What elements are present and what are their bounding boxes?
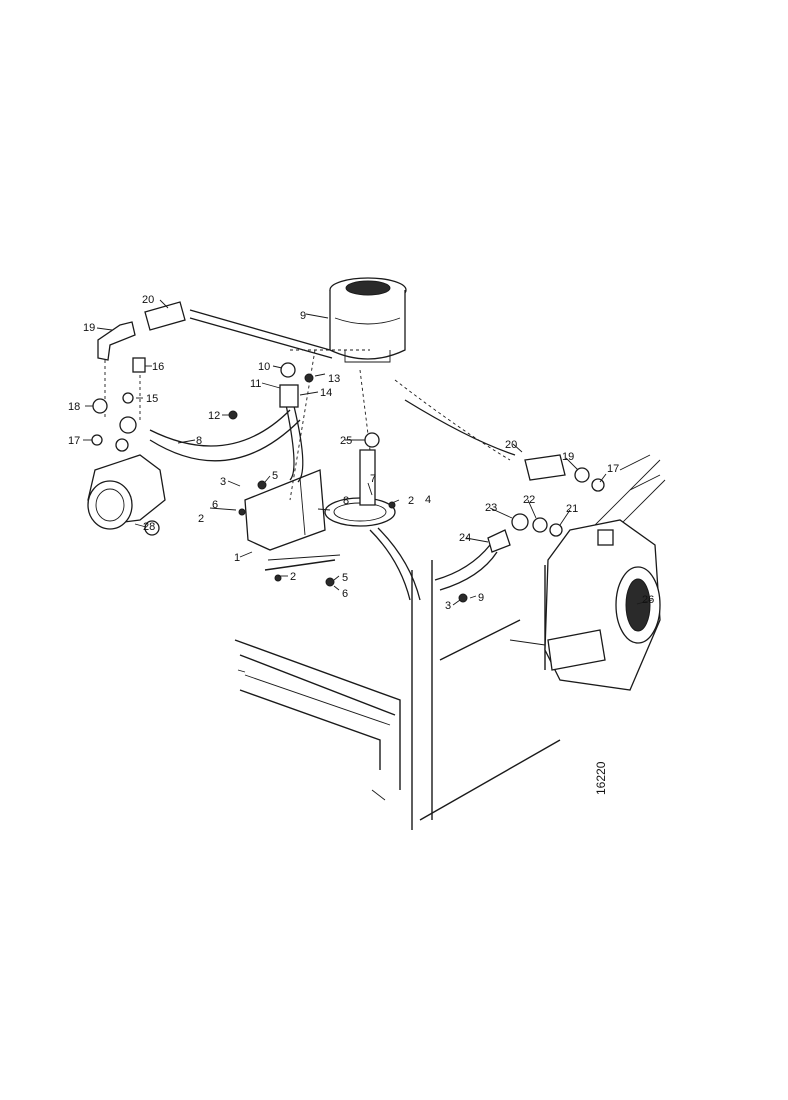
label-part-3-right: 3 (445, 600, 451, 612)
label-part-5-lower: 5 (342, 572, 348, 584)
label-part-6: 6 (212, 499, 218, 511)
drawing-reference-number: 16220 (594, 761, 608, 795)
hose-fittings (91, 301, 614, 603)
label-part-2: 2 (198, 513, 204, 525)
label-part-3: 3 (220, 476, 226, 488)
label-part-5: 5 (272, 470, 278, 482)
label-part-14: 14 (320, 387, 332, 399)
part-labels: 20 19 16 18 15 17 8 28 10 13 11 14 12 9 … (68, 294, 654, 612)
label-part-26: 26 (642, 594, 654, 606)
hose-lines (104, 309, 516, 601)
label-part-12: 12 (208, 410, 220, 422)
label-part-13: 13 (328, 373, 340, 385)
label-part-19-right: 19 (562, 451, 574, 463)
label-part-8-center: 8 (343, 495, 349, 507)
label-part-17: 17 (68, 435, 80, 447)
label-part-10: 10 (258, 361, 270, 373)
label-part-20-right: 20 (505, 439, 517, 451)
steering-gear-box (509, 519, 661, 691)
oil-reservoir (329, 277, 407, 363)
label-part-2-lower: 2 (290, 571, 296, 583)
label-part-20: 20 (142, 294, 154, 306)
label-part-11: 11 (250, 378, 261, 390)
label-part-24: 24 (459, 532, 471, 544)
power-steering-pump (87, 454, 166, 536)
label-part-18: 18 (68, 401, 80, 413)
label-part-2-right: 2 (408, 495, 414, 507)
label-part-7: 7 (370, 473, 376, 485)
label-part-1: 1 (234, 552, 240, 564)
label-part-6-lower: 6 (342, 588, 348, 600)
label-part-21: 21 (566, 503, 578, 515)
mounting-bracket (244, 469, 341, 571)
label-part-23: 23 (485, 502, 497, 514)
label-part-4: 4 (425, 494, 431, 506)
label-part-16: 16 (152, 361, 164, 373)
label-part-9: 9 (300, 310, 306, 322)
label-part-28: 28 (143, 521, 155, 533)
label-part-19: 19 (83, 322, 95, 334)
label-part-17-right: 17 (607, 463, 619, 475)
label-part-22: 22 (523, 494, 535, 506)
label-part-8: 8 (196, 435, 202, 447)
reservoir-clamp (324, 449, 396, 527)
label-part-15: 15 (146, 393, 158, 405)
leader-lines (83, 299, 653, 606)
label-part-25: 25 (340, 435, 352, 447)
label-part-9-right: 9 (478, 592, 484, 604)
